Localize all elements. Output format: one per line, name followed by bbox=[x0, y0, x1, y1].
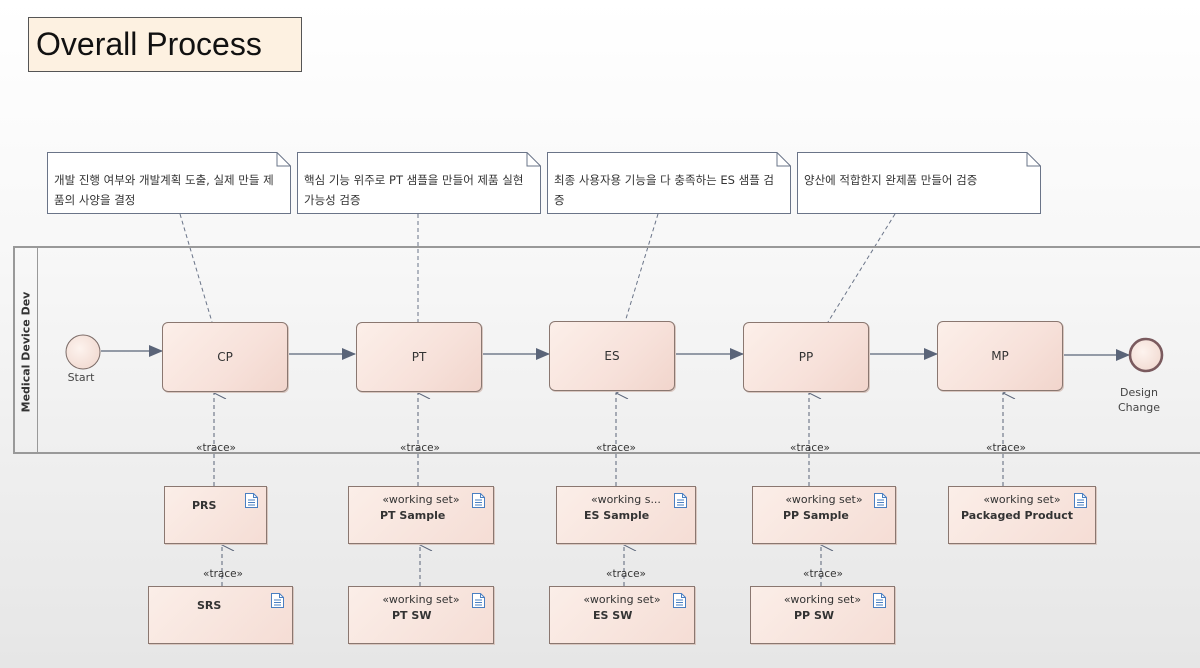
start-event[interactable] bbox=[65, 334, 103, 372]
note-text: 양산에 적합한지 완제품 만들어 검증 bbox=[804, 173, 978, 187]
note-shape bbox=[47, 152, 291, 214]
note-shape bbox=[297, 152, 541, 214]
stereotype-label: «working s... bbox=[591, 493, 661, 506]
document-icon bbox=[874, 493, 887, 508]
trace-label: «trace» bbox=[203, 568, 243, 580]
artifact-srs[interactable]: SRS bbox=[148, 586, 293, 644]
activity-pp[interactable]: PP bbox=[743, 322, 869, 392]
activity-es[interactable]: ES bbox=[549, 321, 675, 391]
stereotype-label: «working set» bbox=[583, 593, 661, 606]
pool-label: Medical Device Dev bbox=[19, 291, 33, 413]
note-pp[interactable]: 양산에 적합한지 완제품 만들어 검증 bbox=[797, 152, 1041, 214]
document-icon bbox=[873, 593, 886, 608]
note-pt[interactable]: 핵심 기능 위주로 PT 샘플을 만들어 제품 실현 가능성 검증 bbox=[297, 152, 541, 214]
document-icon bbox=[472, 593, 485, 608]
note-text: 개발 진행 여부와 개발계획 도출, 실제 만들 제품의 사양을 결정 bbox=[54, 173, 274, 207]
trace-label: «trace» bbox=[986, 442, 1026, 454]
artifact-pt-sample[interactable]: «working set» PT Sample bbox=[348, 486, 494, 544]
document-icon bbox=[271, 593, 284, 608]
pool-medical-device-dev[interactable]: Medical Device Dev bbox=[13, 246, 1200, 454]
note-anchor-es bbox=[624, 213, 659, 323]
stereotype-label: «working set» bbox=[382, 493, 460, 506]
artifact-pp-sw[interactable]: «working set» PP SW bbox=[750, 586, 895, 644]
note-shape bbox=[797, 152, 1041, 214]
document-icon bbox=[673, 593, 686, 608]
trace-label: «trace» bbox=[790, 442, 830, 454]
artifact-es-sw[interactable]: «working set» ES SW bbox=[549, 586, 695, 644]
end-label-line1: Design bbox=[1120, 386, 1158, 399]
artifact-pp-sample[interactable]: «working set» PP Sample bbox=[752, 486, 896, 544]
stereotype-label: «working set» bbox=[983, 493, 1061, 506]
note-cp[interactable]: 개발 진행 여부와 개발계획 도출, 실제 만들 제품의 사양을 결정 bbox=[47, 152, 291, 214]
activity-mp[interactable]: MP bbox=[937, 321, 1063, 391]
pool-label-column: Medical Device Dev bbox=[15, 248, 38, 452]
artifact-name: ES Sample bbox=[584, 509, 650, 522]
diagram-title: Overall Process bbox=[28, 17, 302, 72]
start-label: Start bbox=[67, 371, 95, 384]
trace-label: «trace» bbox=[606, 568, 646, 580]
note-anchor-pp bbox=[827, 213, 896, 323]
trace-label: «trace» bbox=[803, 568, 843, 580]
artifact-name: PP Sample bbox=[783, 509, 849, 522]
activity-pt[interactable]: PT bbox=[356, 322, 482, 392]
artifact-name: PT SW bbox=[392, 609, 432, 622]
note-anchor-cp bbox=[179, 213, 213, 323]
document-icon bbox=[472, 493, 485, 508]
artifact-name: Packaged Product bbox=[961, 509, 1074, 522]
end-label-line2: Change bbox=[1117, 401, 1161, 414]
artifact-name: PRS bbox=[192, 499, 217, 512]
stereotype-label: «working set» bbox=[382, 593, 460, 606]
note-text: 핵심 기능 위주로 PT 샘플을 만들어 제품 실현 가능성 검증 bbox=[304, 173, 524, 207]
trace-label: «trace» bbox=[196, 442, 236, 454]
artifact-name: PT Sample bbox=[380, 509, 446, 522]
document-icon bbox=[674, 493, 687, 508]
trace-label: «trace» bbox=[400, 442, 440, 454]
artifact-packaged-product[interactable]: «working set» Packaged Product bbox=[948, 486, 1096, 544]
document-icon bbox=[1074, 493, 1087, 508]
note-shape bbox=[547, 152, 791, 214]
document-icon bbox=[245, 493, 258, 508]
artifact-name: ES SW bbox=[593, 609, 633, 622]
artifact-pt-sw[interactable]: «working set» PT SW bbox=[348, 586, 494, 644]
stereotype-label: «working set» bbox=[785, 493, 863, 506]
artifact-es-sample[interactable]: «working s... ES Sample bbox=[556, 486, 696, 544]
trace-label: «trace» bbox=[596, 442, 636, 454]
artifact-prs[interactable]: PRS bbox=[164, 486, 267, 544]
activity-cp[interactable]: CP bbox=[162, 322, 288, 392]
artifact-name: SRS bbox=[197, 599, 222, 612]
end-event[interactable] bbox=[1128, 337, 1166, 375]
artifact-name: PP SW bbox=[794, 609, 835, 622]
note-es[interactable]: 최종 사용자용 기능을 다 충족하는 ES 샘플 검증 bbox=[547, 152, 791, 214]
note-text: 최종 사용자용 기능을 다 충족하는 ES 샘플 검증 bbox=[554, 173, 775, 207]
stereotype-label: «working set» bbox=[783, 593, 862, 606]
